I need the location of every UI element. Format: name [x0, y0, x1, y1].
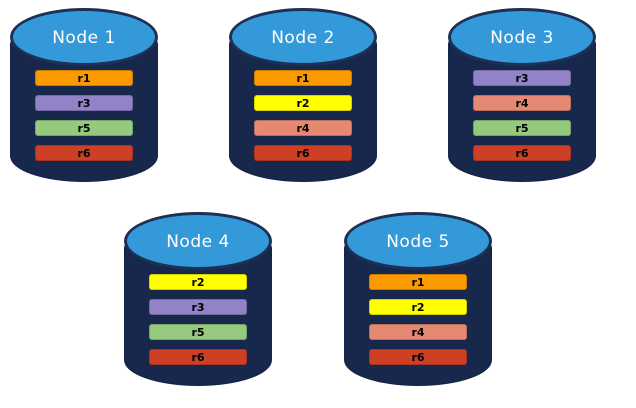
- replica-bar: r1: [369, 274, 467, 290]
- replica-label: r3: [515, 71, 529, 85]
- replica-label: r3: [77, 96, 91, 110]
- replica-label: r6: [191, 350, 205, 364]
- cylinder-top-icon: Node 4: [124, 212, 272, 270]
- replica-label: r1: [296, 71, 310, 85]
- replica-bar: r5: [149, 324, 247, 340]
- replica-bar: r6: [149, 349, 247, 365]
- database-cylinder-node-1: Node 1 r1 r3 r5 r6: [10, 8, 158, 196]
- replica-list: r1 r2 r4 r6: [254, 70, 352, 170]
- cylinder-top-icon: Node 5: [344, 212, 492, 270]
- replica-bar: r6: [35, 145, 133, 161]
- replica-bar: r3: [149, 299, 247, 315]
- replica-bar: r6: [473, 145, 571, 161]
- cylinder-top-icon: Node 1: [10, 8, 158, 66]
- cylinder-top-icon: Node 3: [448, 8, 596, 66]
- replica-label: r1: [77, 71, 91, 85]
- node-label: Node 5: [386, 232, 450, 252]
- replica-label: r4: [296, 121, 310, 135]
- replica-label: r4: [515, 96, 529, 110]
- replica-bar: r1: [254, 70, 352, 86]
- replica-bar: r6: [369, 349, 467, 365]
- replica-label: r5: [515, 121, 529, 135]
- replica-bar: r4: [369, 324, 467, 340]
- database-cylinder-node-4: Node 4 r2 r3 r5 r6: [124, 212, 272, 400]
- replica-bar: r5: [473, 120, 571, 136]
- replica-list: r2 r3 r5 r6: [149, 274, 247, 374]
- replica-label: r6: [411, 350, 425, 364]
- database-cylinder-node-3: Node 3 r3 r4 r5 r6: [448, 8, 596, 196]
- cylinder-top-icon: Node 2: [229, 8, 377, 66]
- node-label: Node 1: [52, 28, 116, 48]
- replica-label: r5: [191, 325, 205, 339]
- replica-bar: r4: [473, 95, 571, 111]
- replica-label: r2: [411, 300, 425, 314]
- replica-list: r1 r2 r4 r6: [369, 274, 467, 374]
- replica-bar: r2: [369, 299, 467, 315]
- replica-bar: r4: [254, 120, 352, 136]
- replica-bar: r6: [254, 145, 352, 161]
- replica-label: r6: [515, 146, 529, 160]
- node-label: Node 4: [166, 232, 230, 252]
- node-label: Node 2: [271, 28, 335, 48]
- replica-label: r1: [411, 275, 425, 289]
- database-cylinder-node-2: Node 2 r1 r2 r4 r6: [229, 8, 377, 196]
- replica-label: r3: [191, 300, 205, 314]
- replica-label: r6: [77, 146, 91, 160]
- replica-list: r3 r4 r5 r6: [473, 70, 571, 170]
- node-label: Node 3: [490, 28, 554, 48]
- replica-label: r2: [191, 275, 205, 289]
- replica-label: r2: [296, 96, 310, 110]
- replica-label: r5: [77, 121, 91, 135]
- replica-label: r6: [296, 146, 310, 160]
- replica-bar: r2: [149, 274, 247, 290]
- replica-list: r1 r3 r5 r6: [35, 70, 133, 170]
- replica-bar: r3: [473, 70, 571, 86]
- database-cylinder-node-5: Node 5 r1 r2 r4 r6: [344, 212, 492, 400]
- replica-label: r4: [411, 325, 425, 339]
- replica-bar: r1: [35, 70, 133, 86]
- replica-bar: r3: [35, 95, 133, 111]
- replica-bar: r2: [254, 95, 352, 111]
- replica-bar: r5: [35, 120, 133, 136]
